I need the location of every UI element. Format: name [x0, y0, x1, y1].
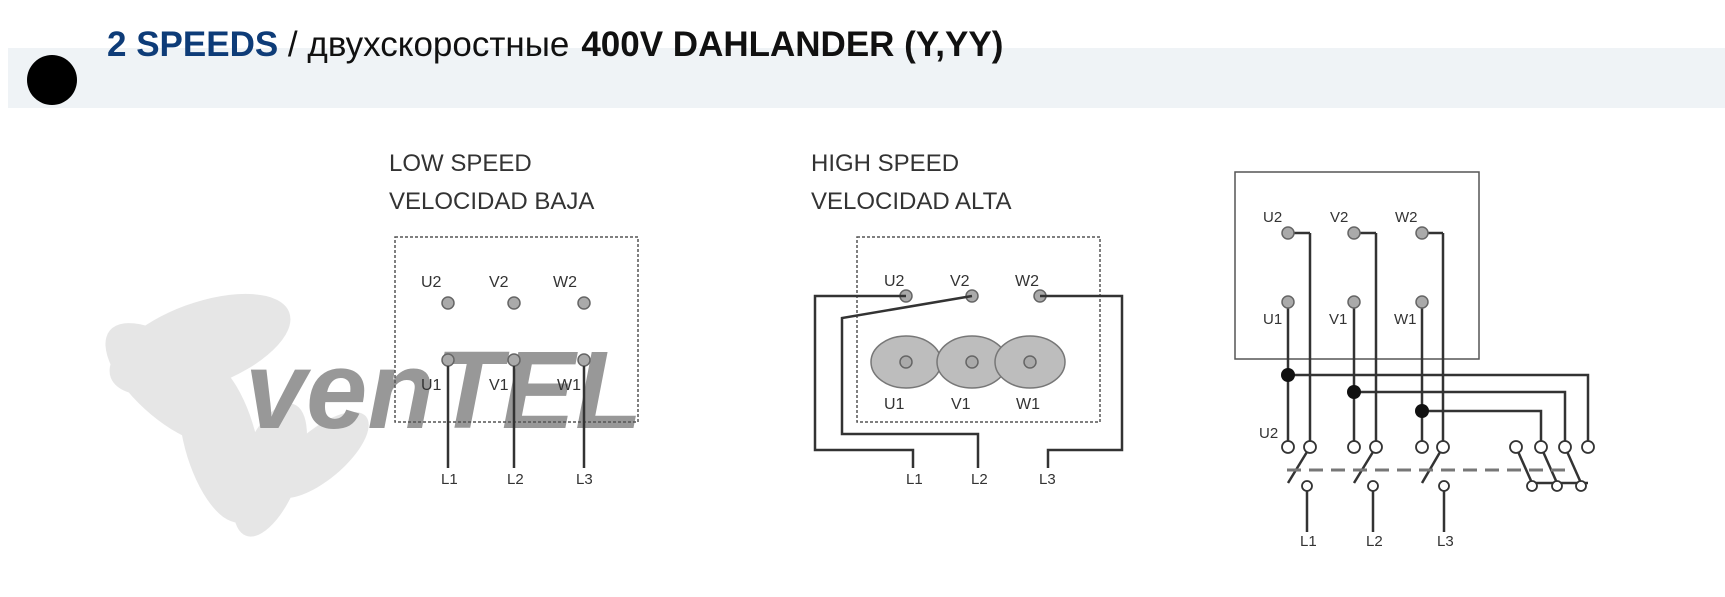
terminal-v2: [507, 296, 521, 310]
line-label: L1: [1300, 533, 1317, 550]
high-speed-subtitle: VELOCIDAD ALTA: [811, 188, 1012, 215]
switch-diagram: U2 V2 W2 U1 V1 W1: [1234, 171, 1595, 550]
terminal-label: W2: [1015, 273, 1039, 290]
terminal-label: V2: [950, 273, 970, 290]
high-speed-diagram: HIGH SPEED VELOCIDAD ALTA U2 V2 W2 U1 V1…: [811, 150, 1124, 488]
junction-dot: [1281, 368, 1295, 382]
terminal-u1: [899, 355, 913, 369]
terminal-label: U2: [1263, 209, 1282, 226]
page-title: 2 SPEEDS / двухскоростные 400V DAHLANDER …: [107, 22, 1003, 68]
speeds-label: 2 SPEEDS: [107, 25, 279, 64]
terminal-label: U1: [1263, 311, 1282, 328]
terminal-v1: [507, 353, 521, 367]
junction-dot: [1347, 385, 1361, 399]
terminal-label: U1: [421, 377, 442, 394]
line-label: L3: [576, 471, 593, 488]
line-label: L3: [1437, 533, 1454, 550]
terminal-box: [856, 236, 1101, 423]
terminal-w1: [1023, 355, 1037, 369]
line-label: L2: [971, 471, 988, 488]
terminal-box: [1234, 171, 1480, 360]
header-band: [8, 48, 1725, 108]
terminal-w1: [577, 353, 591, 367]
terminal-label: U2: [421, 274, 442, 291]
high-speed-title: HIGH SPEED: [811, 150, 959, 177]
terminal-w2: [577, 296, 591, 310]
terminal-label: V2: [1330, 209, 1348, 226]
title-separator: /: [278, 25, 308, 64]
terminal-box: [394, 236, 639, 423]
russian-label: двухскоростные: [307, 25, 570, 64]
line-label: L3: [1039, 471, 1056, 488]
bullet-icon: [27, 55, 77, 105]
line-label: L2: [507, 471, 524, 488]
terminal-u2: [441, 296, 455, 310]
terminal-label: V1: [1329, 311, 1347, 328]
terminal-label: U2: [884, 273, 905, 290]
terminal-u1: [441, 353, 455, 367]
line-label: L1: [441, 471, 458, 488]
terminal-label: V1: [489, 377, 509, 394]
terminal-label: W2: [553, 274, 577, 291]
terminal-label: V2: [489, 274, 509, 291]
terminal-label: V1: [951, 396, 971, 413]
line-label: L1: [906, 471, 923, 488]
terminal-label: W2: [1395, 209, 1418, 226]
low-speed-diagram: LOW SPEED VELOCIDAD BAJA U2 V2 W2 U1 V1 …: [389, 150, 639, 488]
wire: [840, 294, 980, 468]
switch-label: U2: [1259, 425, 1278, 442]
config-label: 400V DAHLANDER (Y,YY): [581, 25, 1004, 64]
watermark: venTEL: [105, 293, 642, 537]
watermark-text: venTEL: [245, 329, 642, 452]
terminal-v1: [965, 355, 979, 369]
line-label: L2: [1366, 533, 1383, 550]
fan-logo-icon: [105, 293, 369, 537]
low-speed-title: LOW SPEED: [389, 150, 532, 177]
junction-dot: [1415, 404, 1429, 418]
terminal-label: W1: [557, 377, 581, 394]
terminal-label: U1: [884, 396, 905, 413]
wire: [1040, 294, 1124, 468]
terminal-label: W1: [1394, 311, 1417, 328]
terminal-label: W1: [1016, 396, 1040, 413]
low-speed-subtitle: VELOCIDAD BAJA: [389, 188, 594, 215]
wire: [813, 294, 915, 468]
